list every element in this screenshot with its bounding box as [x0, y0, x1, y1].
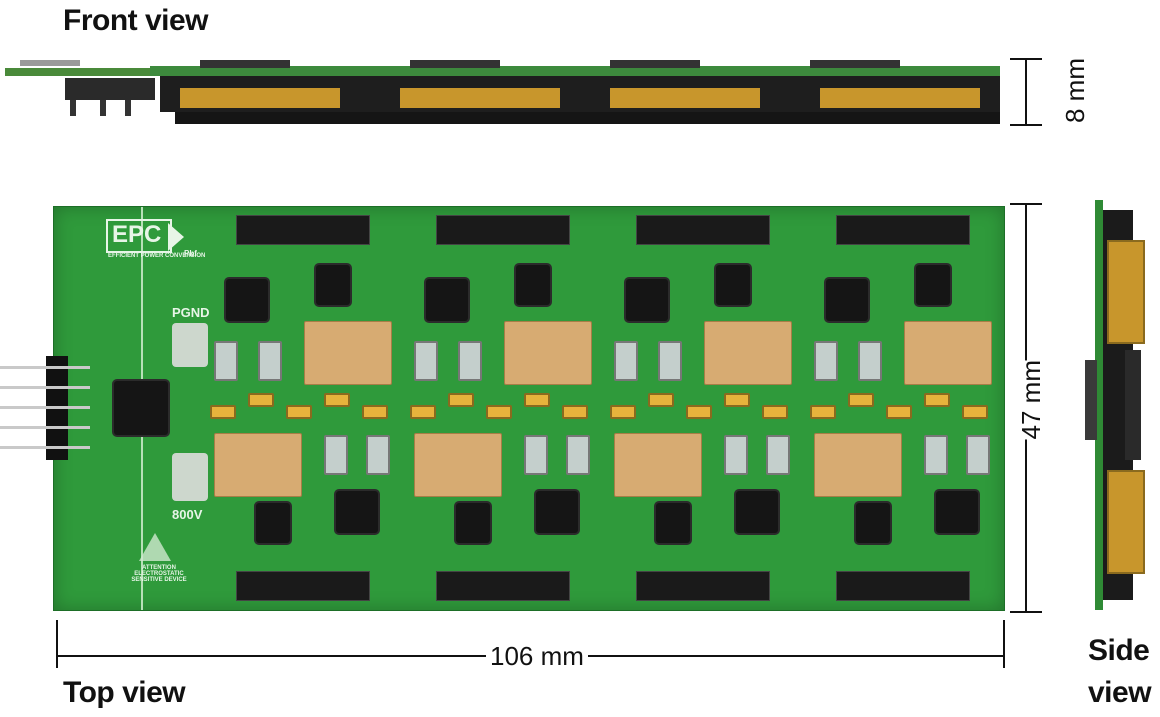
top-view-label: Top view	[63, 676, 186, 709]
gan-fet	[826, 279, 868, 321]
shunt-resistor	[524, 435, 548, 475]
capacitor-bank	[814, 433, 902, 497]
epc-logo-text: EPC	[112, 221, 162, 248]
pgnd-pad	[172, 323, 208, 367]
width-dimension-tick-bottom	[1010, 611, 1042, 613]
capacitor-bank	[214, 433, 302, 497]
shunt-resistor	[366, 435, 390, 475]
hv-pad	[172, 453, 208, 501]
shunt-resistor	[258, 341, 282, 381]
switch-node-pad-row	[210, 393, 990, 423]
gan-fet	[936, 491, 978, 533]
width-dimension-tick-top	[1010, 203, 1042, 205]
shunt-resistor	[658, 341, 682, 381]
capacitor-bank	[304, 321, 392, 385]
capacitor-bank	[704, 321, 792, 385]
side-view-label-line1: Side	[1088, 634, 1150, 667]
gan-fet	[626, 279, 668, 321]
bottom-connector-4	[836, 571, 970, 601]
width-dimension-label: 47 mm	[1014, 360, 1048, 440]
esd-warning-icon	[139, 533, 171, 561]
height-dimension-tick-bottom	[1010, 124, 1042, 126]
esd-warning-text: ATTENTION ELECTROSTATIC SENSITIVE DEVICE	[131, 565, 187, 583]
gate-driver-ic	[256, 503, 290, 543]
height-dimension-tick-top	[1010, 58, 1042, 60]
top-connector-4	[836, 215, 970, 245]
length-dimension-tick-left	[56, 620, 58, 668]
side-view-board	[1085, 200, 1147, 610]
gate-driver-ic	[316, 265, 350, 305]
gate-driver-ic	[516, 265, 550, 305]
gate-driver-ic	[916, 265, 950, 305]
capacitor-bank	[614, 433, 702, 497]
top-view-board: EPC EFFICIENT POWER CONVERSION Pbf PGND …	[53, 206, 1005, 611]
gan-fet	[226, 279, 268, 321]
top-connector-3	[636, 215, 770, 245]
top-connector-1	[236, 215, 370, 245]
epc-logo: EPC	[106, 219, 186, 253]
gate-driver-ic	[856, 503, 890, 543]
length-dimension-tick-right	[1003, 620, 1005, 668]
front-view-board	[0, 52, 1010, 127]
gan-fet	[336, 491, 378, 533]
voltage-label: 800V	[172, 507, 203, 522]
shunt-resistor	[458, 341, 482, 381]
shunt-resistor	[924, 435, 948, 475]
front-view-label: Front view	[63, 4, 209, 37]
capacitor-bank	[904, 321, 992, 385]
bottom-connector-1	[236, 571, 370, 601]
controller-ic	[114, 381, 168, 435]
top-connector-2	[436, 215, 570, 245]
gan-fet	[536, 491, 578, 533]
shunt-resistor	[214, 341, 238, 381]
bottom-connector-2	[436, 571, 570, 601]
height-dimension-label: 8 mm	[1058, 58, 1092, 123]
capacitor-bank	[414, 433, 502, 497]
height-dimension-line	[1025, 58, 1027, 124]
gate-driver-ic	[656, 503, 690, 543]
shunt-resistor	[614, 341, 638, 381]
epc-tagline: EFFICIENT POWER CONVERSION	[108, 253, 206, 259]
shunt-resistor	[858, 341, 882, 381]
shunt-resistor	[414, 341, 438, 381]
gate-driver-ic	[716, 265, 750, 305]
pgnd-label: PGND	[172, 305, 210, 320]
gan-fet	[736, 491, 778, 533]
gate-driver-ic	[456, 503, 490, 543]
capacitor-bank	[504, 321, 592, 385]
bottom-connector-3	[636, 571, 770, 601]
gan-fet	[426, 279, 468, 321]
pbf-mark: Pbf	[184, 249, 197, 258]
length-dimension-label: 106 mm	[486, 643, 588, 669]
shunt-resistor	[566, 435, 590, 475]
side-view-label-line2: view	[1088, 676, 1152, 709]
shunt-resistor	[814, 341, 838, 381]
shunt-resistor	[966, 435, 990, 475]
shunt-resistor	[324, 435, 348, 475]
shunt-resistor	[766, 435, 790, 475]
header-pins	[0, 356, 100, 466]
shunt-resistor	[724, 435, 748, 475]
